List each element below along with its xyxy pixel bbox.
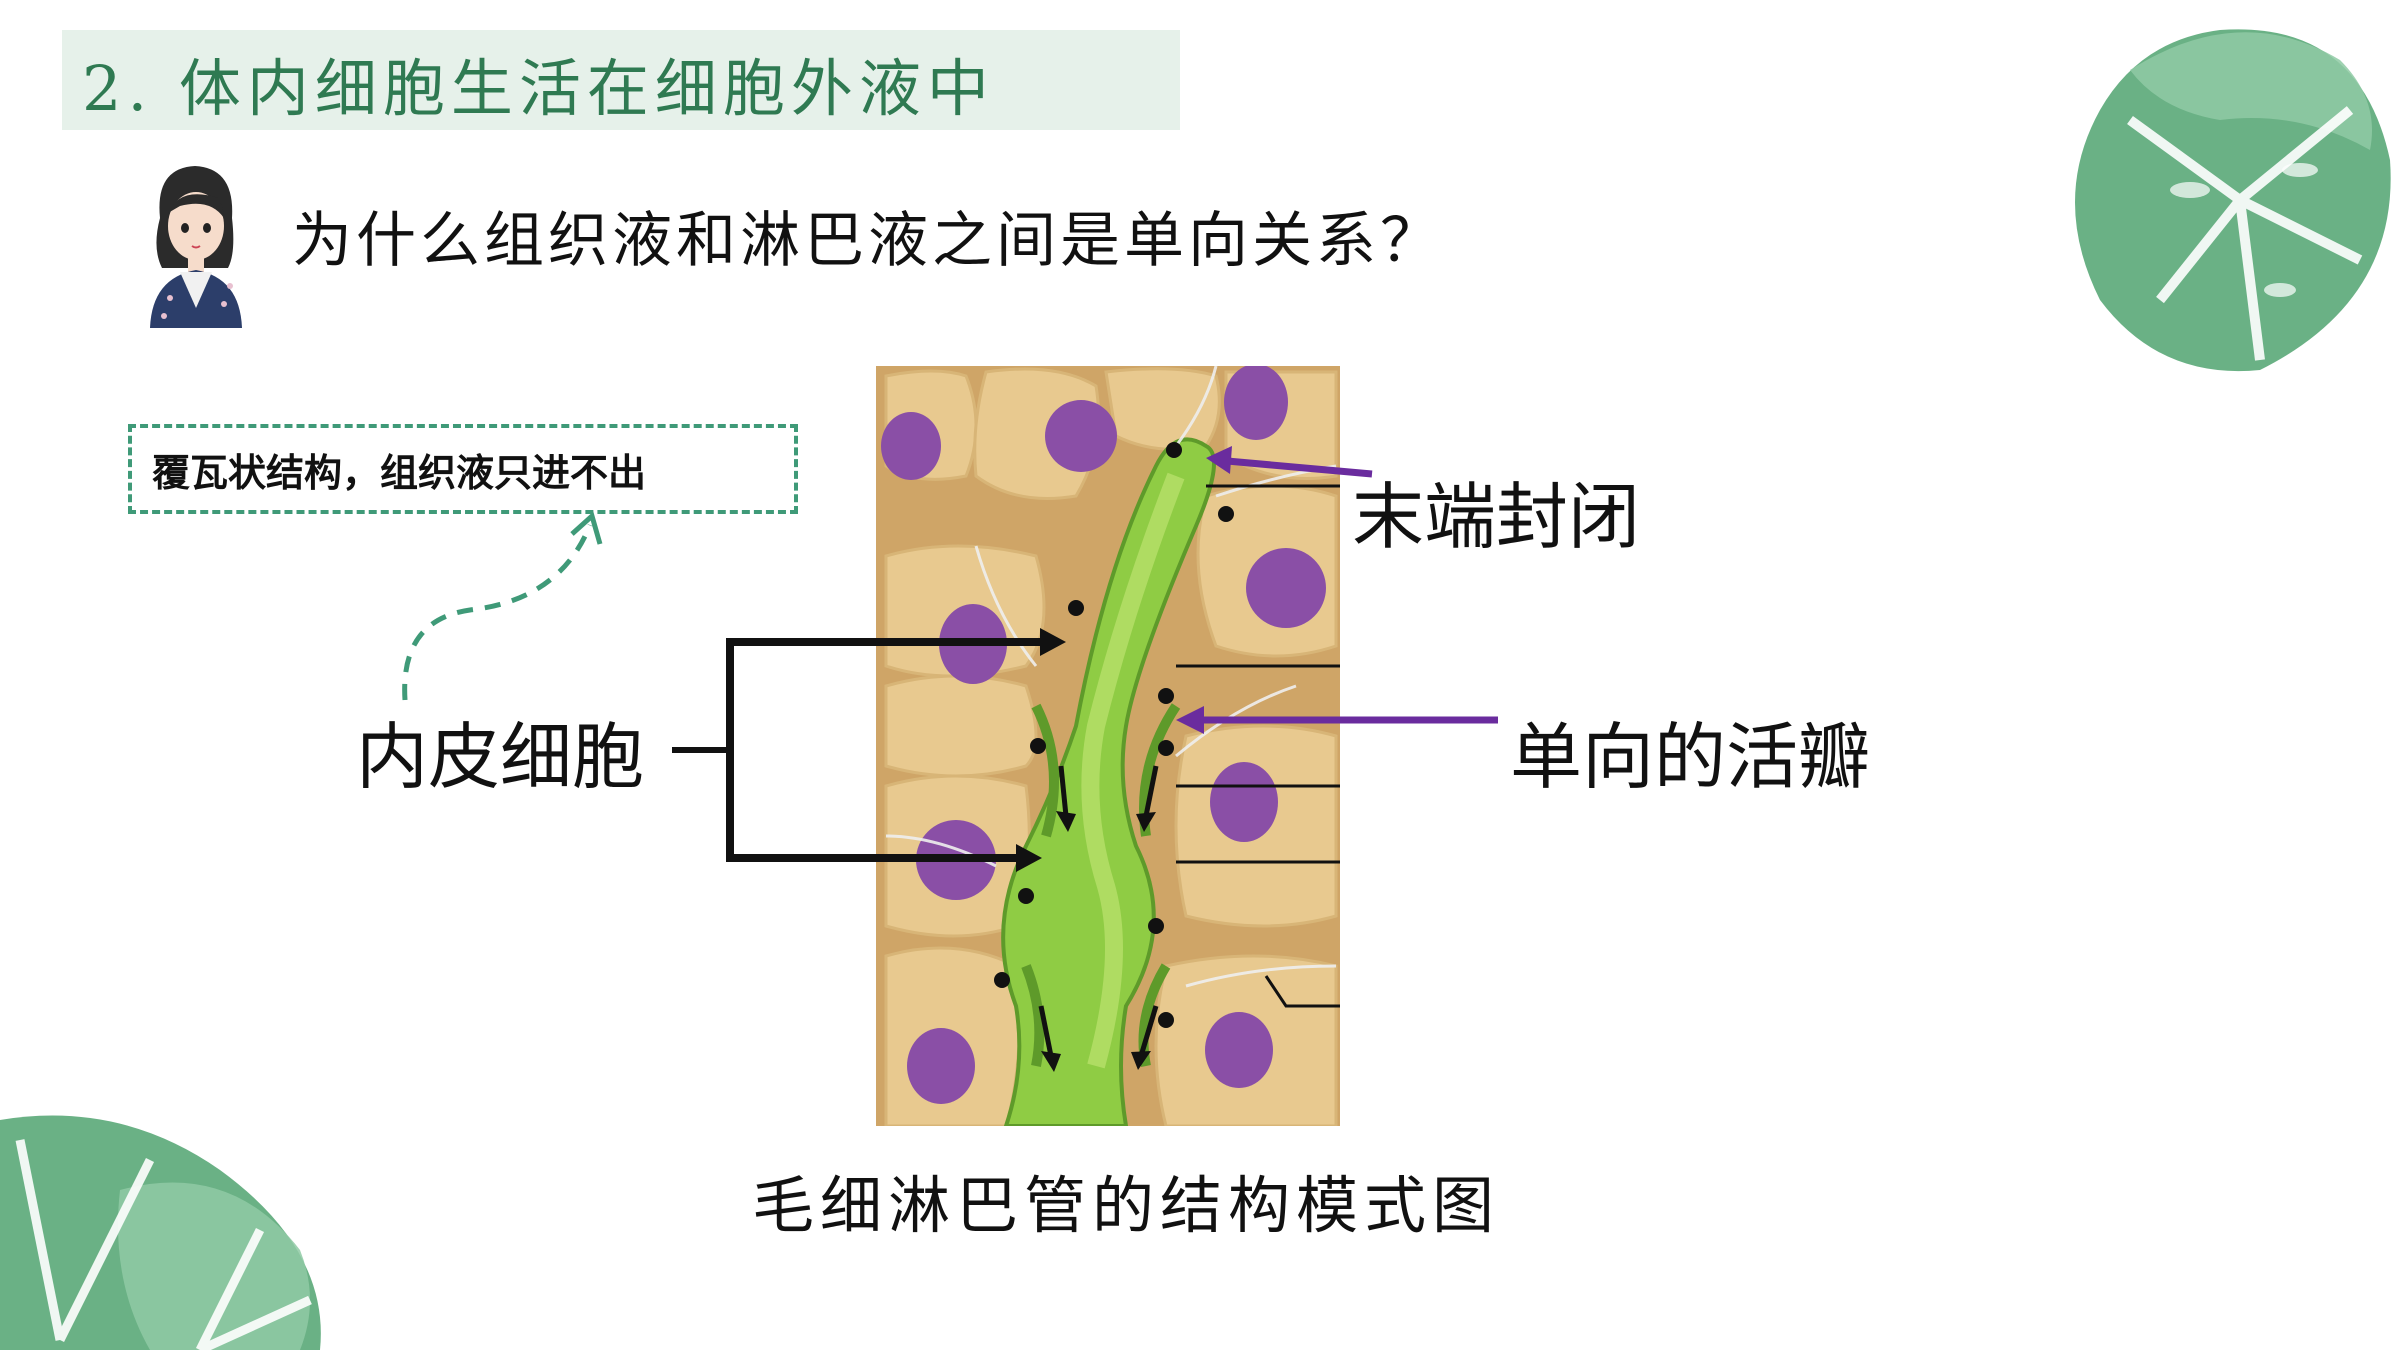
one-way-valve-label: 单向的活瓣 — [1510, 715, 1871, 799]
monstera-leaf-icon — [2075, 29, 2391, 372]
endothelial-cell-label: 内皮细胞 — [356, 715, 645, 799]
title-banner — [62, 30, 1180, 130]
closed-end-label: 末端封闭 — [1352, 475, 1641, 559]
question-text: 为什么组织液和淋巴液之间是单向关系？ — [292, 206, 1444, 276]
callout-box: 覆瓦状结构，组织液只进不出 — [128, 424, 798, 514]
page-title: 2. 体内细胞生活在细胞外液中 — [82, 52, 995, 125]
monstera-leaf-icon — [0, 1115, 321, 1350]
teacher-avatar-icon — [150, 166, 242, 328]
diagram-caption: 毛细淋巴管的结构模式图 — [752, 1169, 1501, 1242]
